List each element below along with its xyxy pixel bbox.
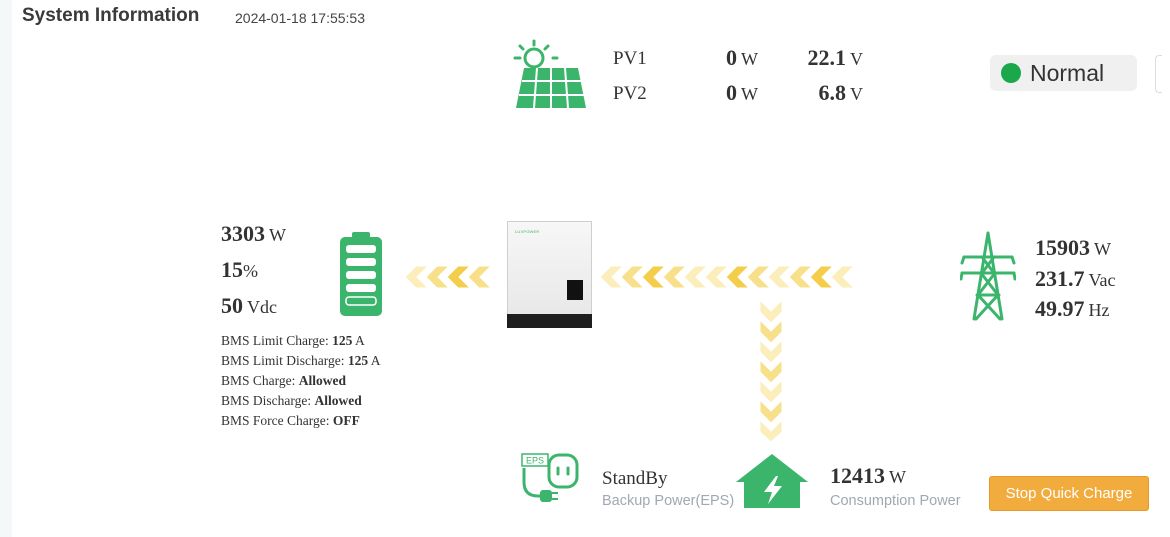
stop-quick-charge-button[interactable]: Stop Quick Charge [989,476,1149,511]
grid-voltage-value: 231.7 [1035,266,1085,291]
status-badge: Normal [990,55,1137,91]
status-edge-control[interactable] [1155,55,1162,93]
battery-voltage-value: 50 [221,293,243,318]
battery-power-value: 3303 [221,221,265,246]
pv2-power: 0 W [700,80,758,106]
pv2-voltage-unit: V [850,84,863,104]
bms-limit-charge: BMS Limit Charge: 125 A [221,331,381,351]
battery-voltage: 50 Vdc [221,293,277,319]
eps-status: StandBy [602,468,668,489]
grid-power-value: 15903 [1035,235,1090,260]
bms-charge: BMS Charge: Allowed [221,371,381,391]
grid-frequency-value: 49.97 [1035,296,1085,321]
grid-power-unit: W [1094,239,1111,259]
bms-limit-charge-value: 125 [332,333,353,348]
house-icon [736,454,808,508]
grid-tower-icon [960,231,1016,321]
consumption-flow-arrows [760,300,782,442]
battery-soc-unit: % [243,261,258,281]
inverter-display [567,280,583,300]
consumption-label: Consumption Power [830,493,961,509]
pv1-voltage-unit: V [850,49,863,69]
consumption-power-value: 12413 [830,463,885,488]
consumption-power-unit: W [889,467,906,487]
bms-discharge-value: Allowed [314,393,362,408]
bms-info-list: BMS Limit Charge: 125 A BMS Limit Discha… [221,331,381,431]
pv1-voltage-value: 22.1 [807,45,847,70]
grid-flow-arrows [600,266,855,288]
bms-force-charge: BMS Force Charge: OFF [221,411,381,431]
grid-power: 15903 W [1035,235,1111,261]
bms-limit-discharge-value: 125 [347,353,369,368]
status-label: Normal [1030,59,1105,86]
battery-power: 3303 W [221,221,286,247]
bms-charge-value: Allowed [298,373,347,388]
bms-limit-discharge: BMS Limit Discharge: 125 A [221,351,381,371]
battery-voltage-unit: Vdc [247,297,277,317]
grid-voltage: 231.7 Vac [1035,266,1115,292]
bms-force-charge-value: OFF [332,413,360,428]
pv1-power-unit: W [741,49,758,69]
pv2-label: PV2 [613,83,647,104]
pv1-voltage: 22.1 V [780,45,864,71]
page-title: System Information [22,5,200,26]
bms-limit-charge-label: BMS Limit Charge: [221,333,333,348]
pv1-label: PV1 [613,48,647,69]
bms-limit-charge-unit: A [352,333,365,348]
eps-label: Backup Power(EPS) [602,493,735,509]
battery-soc-value: 15 [221,257,243,282]
status-dot-icon [1001,63,1021,83]
bms-discharge-label: BMS Discharge: [221,393,315,408]
bms-limit-discharge-unit: A [368,353,381,368]
timestamp: 2024-01-18 17:55:53 [235,10,365,26]
battery-icon [340,232,382,316]
inverter-base [507,314,592,328]
grid-voltage-unit: Vac [1088,270,1116,290]
inverter-icon: LUXPOWER [507,221,592,328]
consumption-power: 12413 W [830,463,906,489]
bms-discharge: BMS Discharge: Allowed [221,391,381,411]
pv2-voltage: 6.8 V [780,80,864,106]
solar-panel-icon [513,39,586,109]
battery-soc: 15% [221,257,258,283]
pv1-power-value: 0 [726,45,737,70]
grid-frequency-unit: Hz [1088,300,1110,320]
bms-charge-label: BMS Charge: [221,373,299,388]
bms-limit-discharge-label: BMS Limit Discharge: [221,353,348,368]
eps-plug-icon: EPS [521,453,579,502]
inverter-brand: LUXPOWER [515,229,540,234]
battery-power-unit: W [269,225,286,245]
pv1-power: 0 W [700,45,758,71]
eps-badge-text: EPS [526,456,544,466]
grid-frequency: 49.97 Hz [1035,296,1110,322]
pv2-power-value: 0 [726,80,737,105]
pv2-voltage-value: 6.8 [818,80,847,105]
pv2-power-unit: W [741,84,758,104]
bms-force-charge-label: BMS Force Charge: [221,413,333,428]
battery-flow-arrows [405,266,492,288]
